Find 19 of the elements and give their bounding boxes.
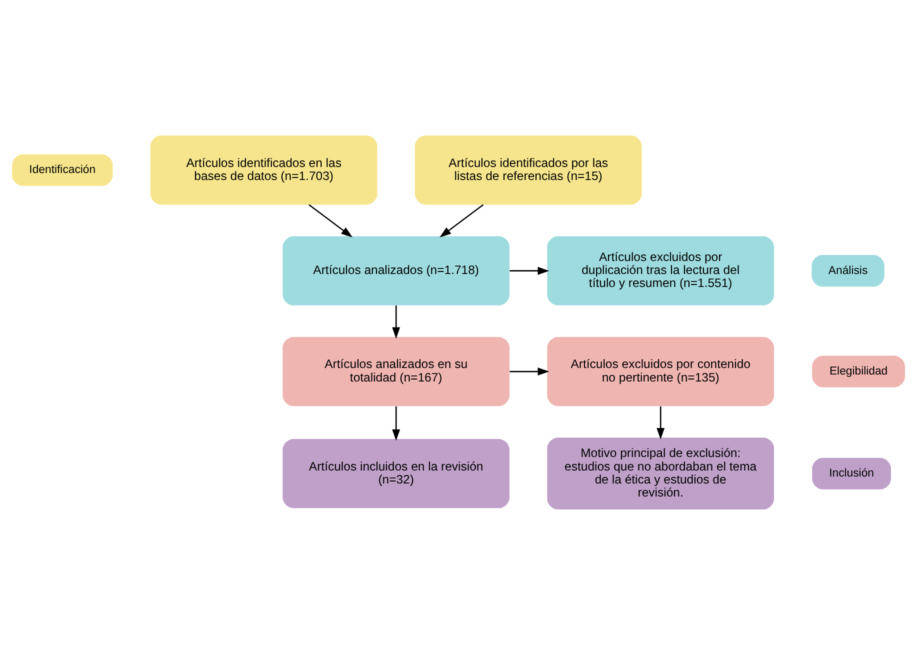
- arrow: [656, 406, 665, 440]
- arrow: [440, 204, 484, 238]
- node-box: Análisis: [812, 255, 884, 287]
- node-box: Artículos identificados en las bases de datos (n=1.703): [150, 136, 378, 205]
- arrow: [308, 204, 353, 238]
- arrow: [392, 305, 400, 339]
- node-box: Motivo principal de exclusión: estudios que no abordaban el tema de la ética y estudios de revisión.: [547, 438, 774, 510]
- node-box: Artículos analizados en su totalidad (n=167): [282, 336, 510, 406]
- arrow: [510, 368, 550, 376]
- arrow: [392, 406, 400, 441]
- node-box: Artículos excluidos por duplicación tras la lectura del título y resumen (n=1.551): [547, 236, 774, 306]
- node-box: Artículos analizados (n=1.718): [282, 236, 510, 306]
- node-box: Artículos identificados por las listas de referencias (n=15): [414, 136, 642, 205]
- node-box: Elegibilidad: [812, 356, 905, 388]
- node-box: Artículos excluidos por contenido no pertinente (n=135): [547, 336, 774, 406]
- node-box: Inclusión: [812, 458, 891, 490]
- node-box: Identificación: [12, 154, 113, 186]
- node-box: Artículos incluidos en la revisión (n=32): [282, 439, 510, 508]
- arrow: [510, 266, 550, 275]
